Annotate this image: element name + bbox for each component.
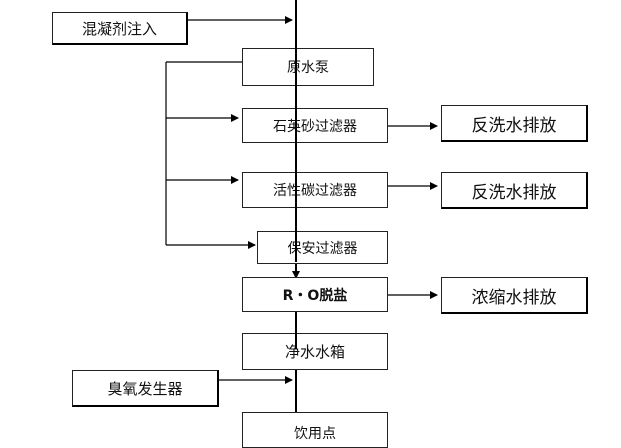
concentrate-discharge-label: 浓缩水排放 [471, 287, 557, 308]
raw-water-pump-box: 原水泵 [242, 48, 374, 86]
backwash-discharge-label-2: 反洗水排放 [471, 182, 557, 203]
drinking-point-box: 饮用点 [242, 412, 388, 448]
quartz-sand-filter-label: 石英砂过滤器 [273, 118, 357, 135]
security-filter-box: 保安过滤器 [257, 231, 388, 264]
backwash-discharge-box-1: 反洗水排放 [441, 105, 588, 142]
ozone-generator-box: 臭氧发生器 [72, 370, 219, 407]
clean-water-tank-box: 净水水箱 [242, 333, 388, 370]
activated-carbon-filter-box: 活性碳过滤器 [242, 172, 388, 208]
coagulant-dosing-box: 混凝剂注入 [52, 12, 188, 45]
trunk-arrowhead-into-ro [292, 271, 300, 279]
backwash-discharge-label-1: 反洗水排放 [471, 115, 557, 136]
clean-water-tank-label: 净水水箱 [284, 343, 345, 361]
security-filter-label: 保安过滤器 [287, 240, 358, 257]
backwash-discharge-box-2: 反洗水排放 [441, 172, 588, 209]
raw-water-pump-label: 原水泵 [287, 60, 329, 76]
ozone-generator-label: 臭氧发生器 [107, 379, 183, 398]
quartz-sand-filter-box: 石英砂过滤器 [242, 108, 388, 143]
activated-carbon-filter-label: 活性碳过滤器 [273, 183, 357, 199]
coagulant-label: 混凝剂注入 [81, 19, 157, 38]
ro-desalination-box: R・O脱盐 [242, 277, 388, 312]
drinking-point-label: 饮用点 [294, 426, 336, 442]
ro-desalination-label: R・O脱盐 [282, 287, 348, 304]
concentrate-discharge-box: 浓缩水排放 [441, 277, 588, 314]
